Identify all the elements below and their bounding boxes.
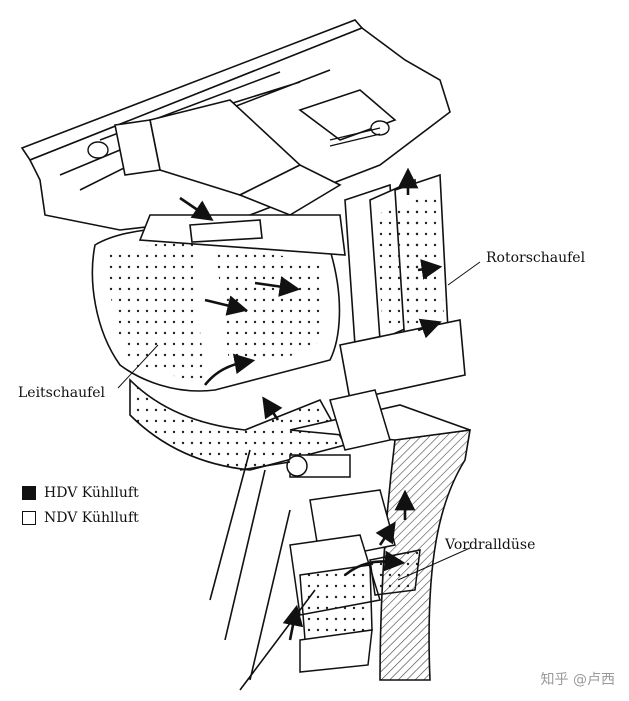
label-rotor-blade: Rotorschaufel [486, 250, 586, 266]
cooling-air-arrows [179, 167, 443, 641]
legend-item-lp: NDV Kühlluft [22, 510, 139, 526]
label-preswirl-nozzle: Vordralldüse [445, 537, 536, 553]
outer-casing [20, 19, 451, 231]
leader-lines [117, 261, 481, 581]
legend-swatch-lp [22, 511, 36, 525]
legend-swatch-hp [22, 486, 36, 500]
watermark: 知乎 @卢西 [540, 672, 615, 688]
legend-item-hp: HDV Kühlluft [22, 485, 139, 501]
legend-label-hp: HDV Kühlluft [44, 485, 139, 501]
label-guide-vane: Leitschaufel [18, 385, 106, 401]
legend-label-lp: NDV Kühlluft [44, 510, 139, 526]
casing-bolts [87, 120, 390, 159]
rotor-blades [339, 173, 466, 401]
inner-structure [239, 389, 421, 673]
